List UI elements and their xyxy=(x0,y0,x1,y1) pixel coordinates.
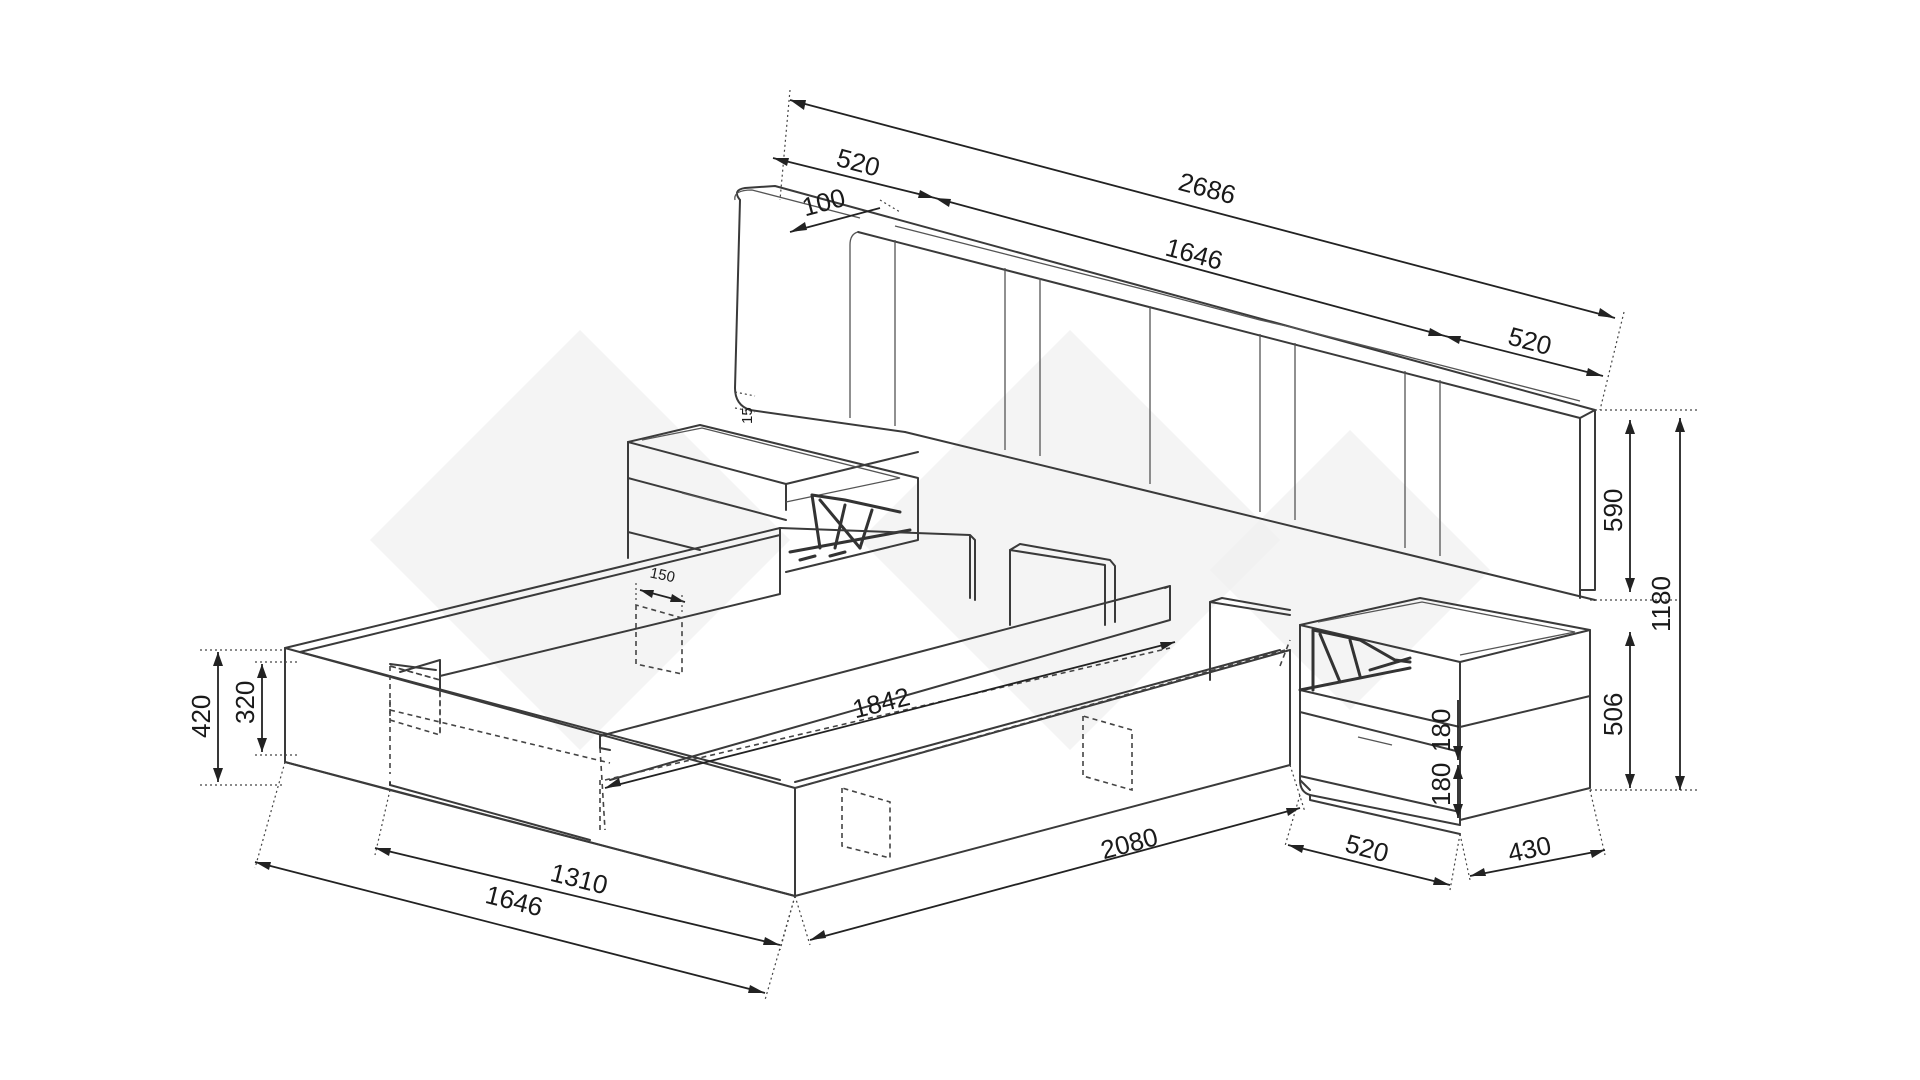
label-frame-length: 2080 xyxy=(1097,821,1161,865)
lift-mechanism-left xyxy=(788,493,912,562)
label-inner-length: 1842 xyxy=(849,681,912,724)
label-headboard-step: 100 xyxy=(799,182,849,222)
headboard xyxy=(734,185,1596,601)
nightstand-left xyxy=(627,424,919,573)
bed-frame xyxy=(284,527,1291,897)
label-slat-support-width: 150 xyxy=(648,564,676,586)
label-nightstand-depth: 430 xyxy=(1505,830,1554,868)
dimension-lines xyxy=(200,89,1700,1001)
label-nightstand-width: 520 xyxy=(1342,828,1392,868)
label-frame-width: 1646 xyxy=(483,879,546,922)
label-drawer-height-upper: 180 xyxy=(1426,709,1456,752)
nightstand-right xyxy=(1299,597,1591,835)
label-inner-width: 1310 xyxy=(548,857,611,900)
label-headboard-side-left: 520 xyxy=(833,142,883,182)
label-total-height: 1180 xyxy=(1646,576,1676,632)
label-frame-height: 420 xyxy=(186,695,216,738)
label-nightstand-height: 506 xyxy=(1598,693,1628,736)
label-drawer-height-lower: 180 xyxy=(1426,763,1456,806)
label-headboard-center-length: 1646 xyxy=(1162,232,1226,276)
label-headboard-height: 590 xyxy=(1598,489,1628,532)
label-inner-frame-height: 320 xyxy=(230,681,260,724)
label-headboard-side-right: 520 xyxy=(1505,321,1555,361)
watermark xyxy=(370,330,1490,750)
lift-mechanism-right xyxy=(1298,628,1412,692)
label-small-offset: 15 xyxy=(739,407,756,424)
